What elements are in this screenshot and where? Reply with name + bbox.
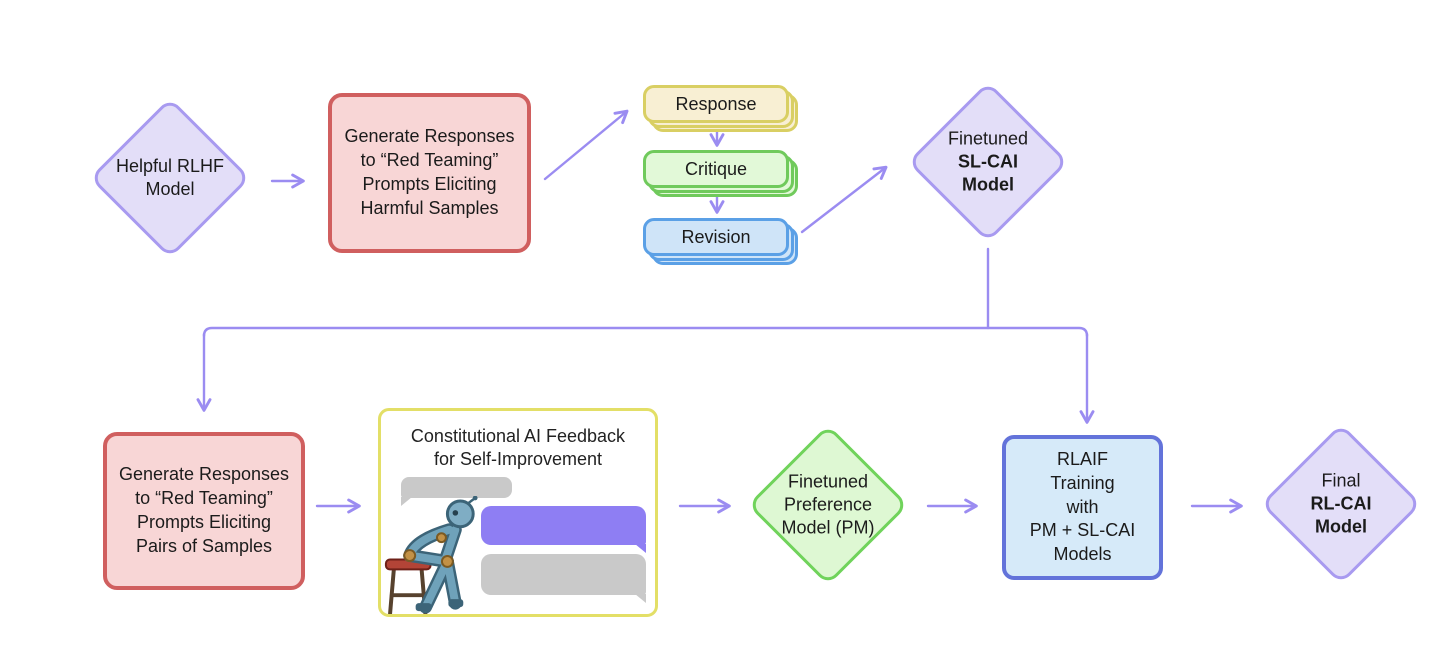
label-line: for Self-Improvement (433, 449, 603, 470)
node-label: Finetuned SL-CAI Model (948, 127, 1028, 196)
node-helpful-rlhf-model: Helpful RLHF Model (89, 97, 251, 259)
label-line: Finetuned (947, 128, 1029, 149)
node-generate-pairs-of-samples: Generate Responses to “Red Teaming” Prom… (103, 432, 305, 590)
label-line: Model (1315, 516, 1367, 537)
node-critique-stack: Critique (643, 150, 800, 199)
chat-bubble-gray-icon (481, 554, 646, 603)
node-label: Final RL-CAI Model (1311, 469, 1372, 538)
label-line: Prompts Eliciting (136, 512, 272, 532)
node-label: Helpful RLHF Model (116, 155, 224, 201)
label-line: SL-CAI (958, 151, 1018, 172)
critique-card: Critique (643, 150, 789, 188)
node-label: RLAIF Training with PM + SL-CAI Models (1030, 448, 1136, 568)
node-response-stack: Response (643, 85, 800, 134)
label-line: PM + SL-CAI (1029, 520, 1136, 541)
label-line: Generate Responses (344, 126, 515, 147)
label-line: Training (1050, 472, 1115, 493)
node-final-rl-cai-model: Final RL-CAI Model (1260, 423, 1422, 585)
label-line: Finetuned (787, 471, 869, 492)
node-rlaif-training: RLAIF Training with PM + SL-CAI Models (1002, 435, 1163, 580)
label-line: RLAIF (1056, 448, 1108, 469)
label-line: to “Red Teaming” (360, 150, 499, 171)
feedback-title: Constitutional AI Feedback for Self-Impr… (381, 425, 655, 471)
node-constitutional-ai-feedback: Constitutional AI Feedback for Self-Impr… (378, 408, 658, 617)
connector-branch-horizontal (202, 326, 1089, 338)
label-line: Preference (783, 494, 873, 515)
response-card: Response (643, 85, 789, 123)
label-line: RL-CAI (1310, 493, 1372, 514)
label-line: Prompts Eliciting (362, 174, 497, 194)
node-label: Generate Responses to “Red Teaming” Prom… (119, 463, 289, 559)
label-line: to “Red Teaming” (135, 488, 273, 509)
label-line: Model (145, 179, 195, 199)
node-generate-harmful-samples: Generate Responses to “Red Teaming” Prom… (328, 93, 531, 253)
node-label: Finetuned Preference Model (PM) (781, 470, 874, 539)
label-line: Constitutional AI Feedback (410, 426, 626, 446)
label-line: Generate Responses (118, 464, 290, 485)
card-label: Revision (681, 226, 751, 247)
arrow-generate-to-response (543, 109, 629, 181)
revision-card: Revision (643, 218, 789, 256)
arrow-revision-to-slcai (800, 165, 888, 234)
chat-bubble-gray-icon (401, 477, 512, 506)
node-revision-stack: Revision (643, 218, 800, 267)
label-line: Model (962, 174, 1014, 195)
chat-bubble-purple-icon (481, 506, 646, 553)
label-line: Models (1053, 544, 1112, 565)
label-line: Model (PM) (781, 517, 875, 538)
label-line: Helpful RLHF (115, 155, 225, 176)
thinker-robot-icon (384, 496, 478, 614)
label-line: Pairs of Samples (135, 535, 273, 556)
node-label: Generate Responses to “Red Teaming” Prom… (344, 125, 514, 221)
node-finetuned-sl-cai-model: Finetuned SL-CAI Model (907, 81, 1069, 243)
label-line: with (1066, 496, 1099, 517)
label-line: Final (1321, 470, 1361, 491)
card-label: Critique (684, 158, 748, 179)
node-finetuned-preference-model: Finetuned Preference Model (PM) (747, 424, 909, 586)
card-label: Response (675, 93, 757, 114)
label-line: Harmful Samples (360, 197, 499, 218)
